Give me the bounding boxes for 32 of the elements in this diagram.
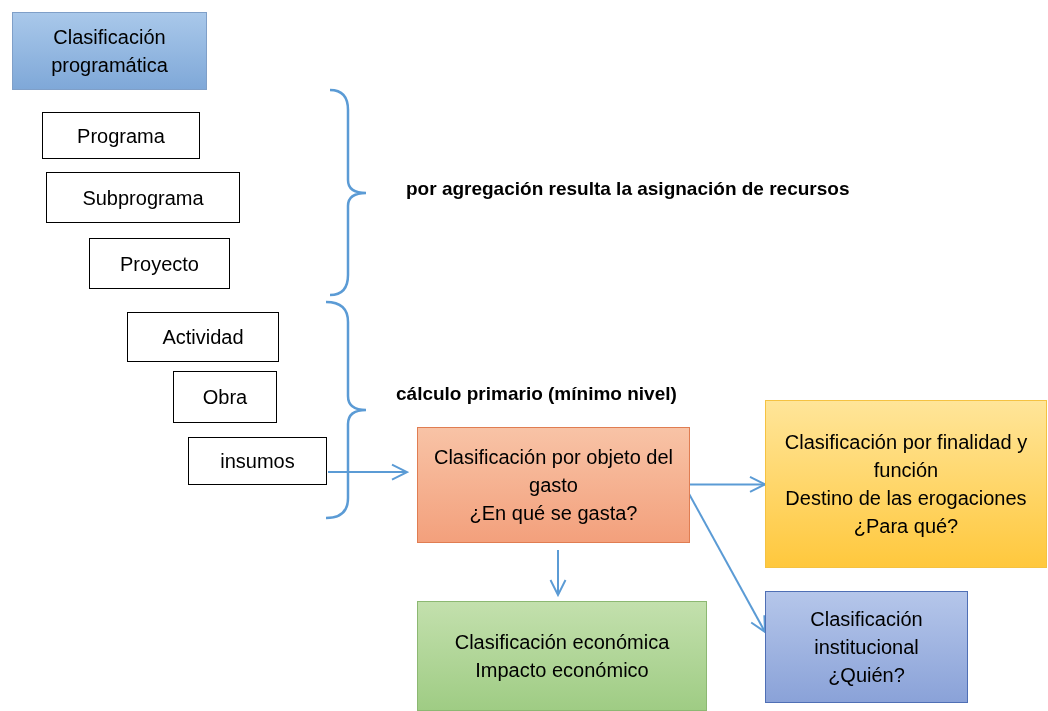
arrow bbox=[549, 549, 567, 596]
process-box bbox=[765, 400, 1047, 568]
process-box bbox=[765, 591, 968, 703]
box-text: Clasificación por finalidad y función bbox=[783, 430, 1029, 483]
box-text: ¿En qué se gasta? bbox=[469, 501, 638, 526]
box-text: Clasificación por objeto del gasto bbox=[433, 445, 674, 498]
box-text: Subprograma bbox=[82, 185, 204, 211]
arrow bbox=[689, 475, 766, 493]
annotation-text: cálculo primario (mínimo nivel) bbox=[396, 383, 677, 405]
box-text: Obra bbox=[202, 385, 248, 410]
box-text: Programa bbox=[77, 123, 165, 149]
process-box bbox=[417, 427, 690, 543]
box-text: Clasificación económica bbox=[454, 630, 670, 655]
box-text: Proyecto bbox=[120, 251, 199, 277]
data-box bbox=[46, 172, 240, 223]
box-text: Impacto económico bbox=[475, 658, 649, 683]
data-box bbox=[42, 112, 200, 159]
data-box bbox=[89, 238, 230, 289]
arrow bbox=[327, 463, 408, 481]
annotation-text: por agregación resulta la asignación de recursos bbox=[406, 178, 850, 200]
box-text: Actividad bbox=[162, 325, 244, 350]
box-text: ¿Quién? bbox=[828, 663, 905, 688]
data-box bbox=[173, 371, 277, 423]
data-box bbox=[188, 437, 327, 485]
box-text: ¿Para qué? bbox=[853, 514, 959, 539]
data-box bbox=[127, 312, 279, 362]
box-text: Clasificación institucional bbox=[809, 607, 924, 660]
process-box bbox=[417, 601, 707, 711]
box-text: Clasificación programática bbox=[50, 25, 169, 78]
box-text: insumos bbox=[220, 449, 295, 474]
heading-box bbox=[12, 12, 207, 90]
box-text: Destino de las erogaciones bbox=[785, 486, 1027, 511]
